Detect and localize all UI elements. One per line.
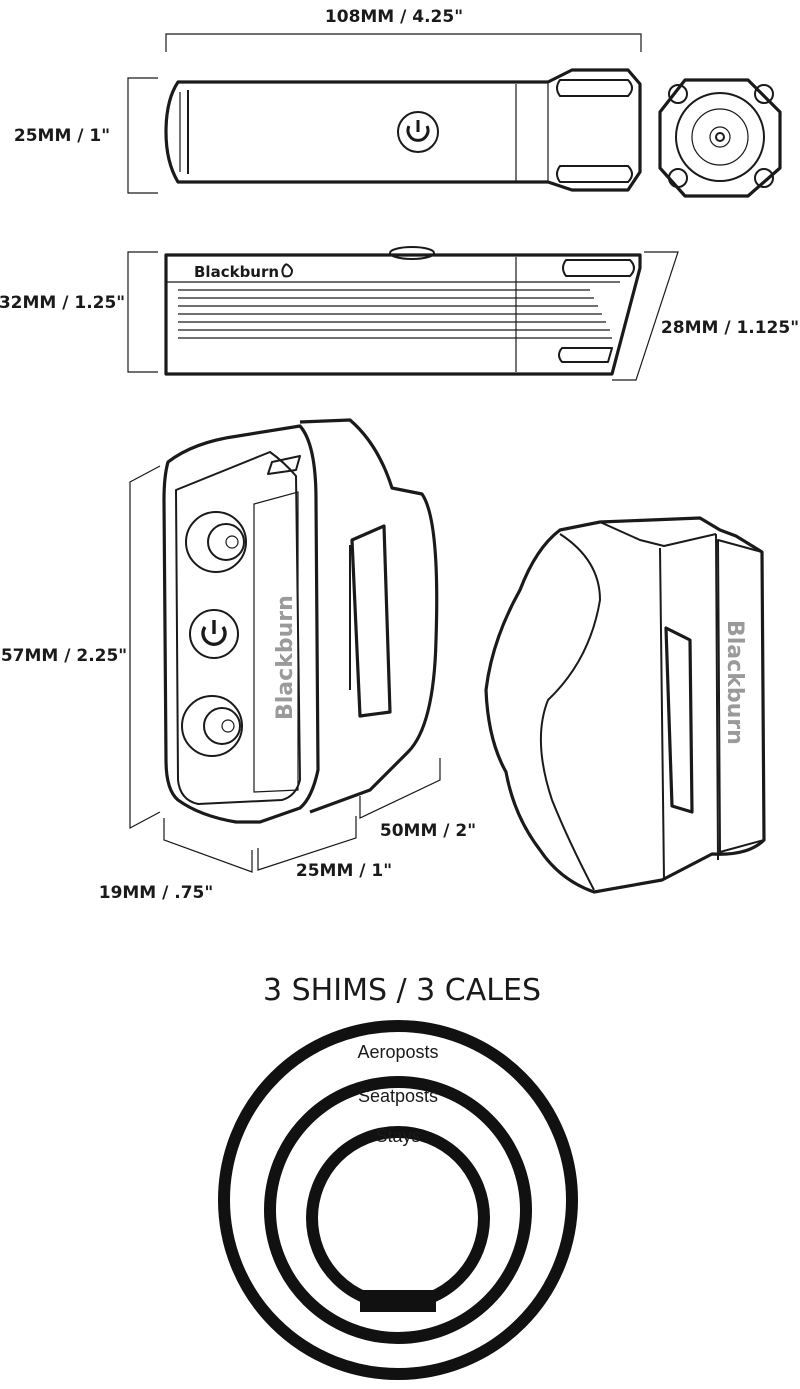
light-body-back xyxy=(484,516,766,894)
iso-depth-label: 50MM / 2" xyxy=(380,821,476,841)
shim-clip xyxy=(360,1290,436,1312)
button-panel xyxy=(175,451,301,805)
top-view: 108MM / 4.25" 25MM / 1" xyxy=(14,7,642,194)
shim-ring-seatposts xyxy=(264,1076,532,1344)
brand-flame-icon xyxy=(281,263,293,278)
iso-height-label: 57MM / 2.25" xyxy=(1,646,127,666)
mode-button-bottom[interactable] xyxy=(181,695,243,757)
length-dimension-line xyxy=(165,33,642,52)
iso-width-label: 25MM / 1" xyxy=(296,861,392,881)
brand-logo-front: Blackburn xyxy=(273,595,298,720)
side-height-right-label: 28MM / 1.125" xyxy=(661,318,799,338)
power-icon xyxy=(201,620,227,647)
shim-label-aeroposts: Aeroposts xyxy=(357,1042,438,1062)
iso-back-view: Blackburn xyxy=(484,516,766,894)
shim-ring-aeroposts xyxy=(218,1020,578,1380)
light-body-side xyxy=(164,253,642,376)
side-height-left-label: 32MM / 1.25" xyxy=(0,293,125,313)
side-view: 32MM / 1.25" 28MM / 1.125" Blackburn xyxy=(0,246,799,381)
power-icon xyxy=(397,111,439,153)
brand-logo-side: Blackburn xyxy=(194,263,279,281)
height-dimension-line xyxy=(127,77,158,194)
shims-section: 3 SHIMS / 3 CALES Aeroposts Seatposts St… xyxy=(218,973,578,1380)
shim-label-stays: Stays xyxy=(375,1126,420,1146)
light-body-top xyxy=(164,68,642,192)
shims-title: 3 SHIMS / 3 CALES xyxy=(263,973,541,1008)
height-dimension-label: 25MM / 1" xyxy=(14,126,110,146)
iso-front-view: 57MM / 2.25" 19MM / .75" 25MM / 1" 50MM … xyxy=(1,418,476,903)
iso-thickness-label: 19MM / .75" xyxy=(99,883,214,903)
shim-label-seatposts: Seatposts xyxy=(358,1086,438,1106)
end-view xyxy=(658,78,782,198)
power-button-front[interactable] xyxy=(189,609,239,659)
light-body-front xyxy=(162,424,320,824)
mode-button-top[interactable] xyxy=(185,511,247,573)
length-dimension-label: 108MM / 4.25" xyxy=(325,7,463,27)
brand-logo-back: Blackburn xyxy=(722,620,747,745)
shim-ring-stays xyxy=(306,1126,490,1310)
